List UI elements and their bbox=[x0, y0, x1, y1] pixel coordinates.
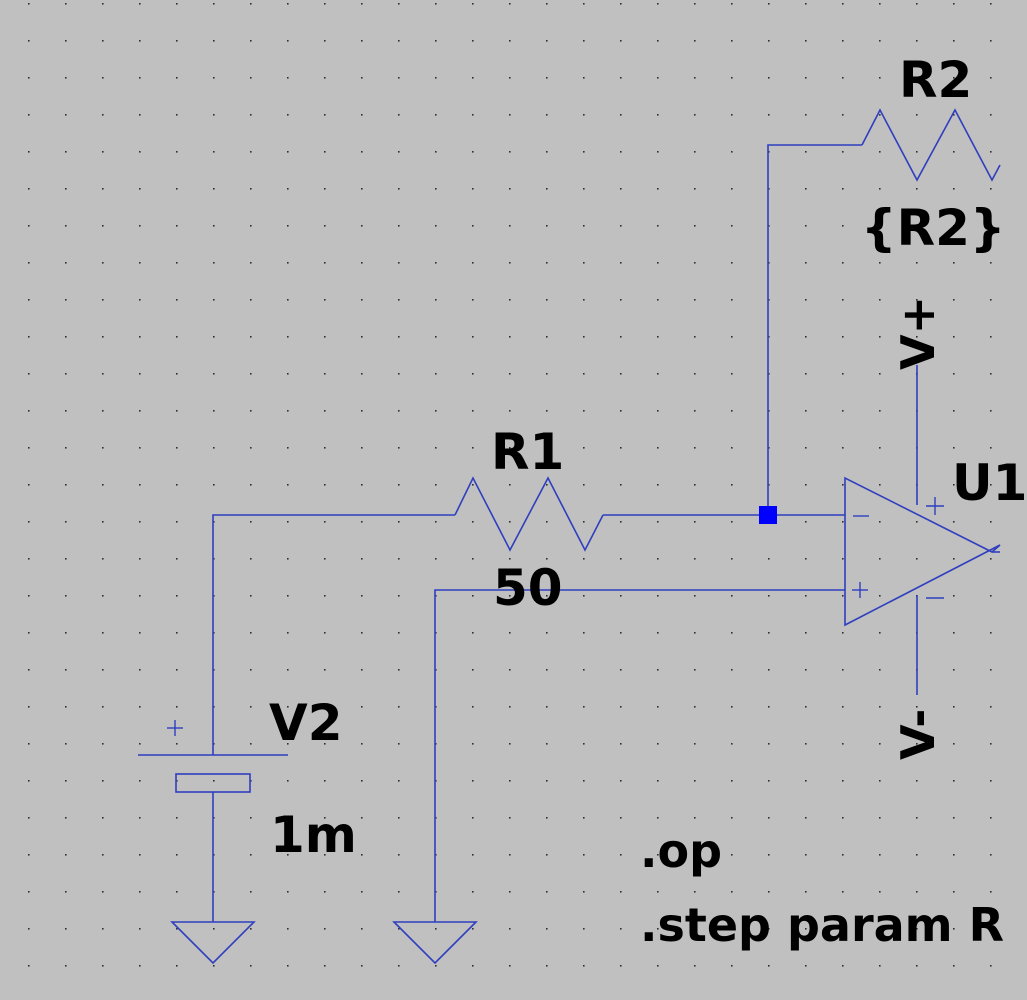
r1-name-label[interactable]: R1 bbox=[491, 423, 565, 481]
opamp-noninverting-mark bbox=[852, 582, 868, 598]
u1-name-label[interactable]: U1 bbox=[952, 454, 1027, 512]
junction-dot[interactable] bbox=[759, 506, 777, 524]
r2-value-label[interactable]: {R2} bbox=[861, 199, 1006, 257]
r2-name-label[interactable]: R2 bbox=[899, 51, 973, 109]
schematic-canvas[interactable] bbox=[0, 0, 1001, 1000]
net-label-vplus[interactable]: V+ bbox=[891, 295, 945, 370]
v2-value-label[interactable]: 1m bbox=[270, 806, 357, 864]
spice-directive-op[interactable]: .op bbox=[640, 824, 723, 878]
r1-value-label[interactable]: 50 bbox=[493, 559, 563, 617]
wire-feedback[interactable] bbox=[767, 144, 862, 515]
v2-plus-mark bbox=[167, 720, 183, 736]
wire-v2-to-r1[interactable] bbox=[212, 514, 455, 755]
v2-name-label[interactable]: V2 bbox=[269, 694, 343, 752]
resistor-r2-symbol[interactable] bbox=[861, 108, 1001, 182]
ground-symbol-noninverting[interactable] bbox=[392, 921, 478, 965]
wire-noninverting-to-ground[interactable] bbox=[434, 589, 845, 922]
resistor-r1-symbol[interactable] bbox=[454, 476, 604, 552]
net-label-vminus[interactable]: V- bbox=[891, 708, 945, 760]
opamp-vplus-pin-mark bbox=[926, 497, 944, 515]
ground-symbol-v2[interactable] bbox=[170, 921, 256, 965]
opamp-u1-symbol[interactable] bbox=[844, 476, 1001, 627]
grid-dots bbox=[0, 0, 1000, 1000]
spice-directive-step[interactable]: .step param R bbox=[640, 898, 1005, 952]
